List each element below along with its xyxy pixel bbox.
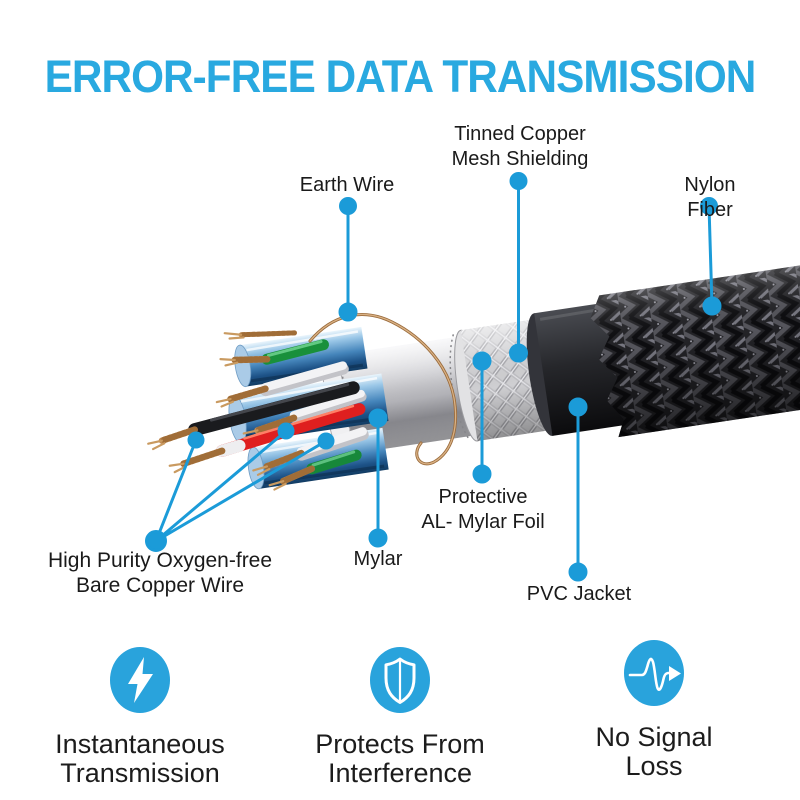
leader-mylar [368,408,388,548]
nylon-braid-layer [590,254,800,438]
copper-wires [147,330,369,491]
feature-instantaneous-transmission: Instantaneous Transmission [20,644,260,788]
feature-caption: Protects From Interference [315,729,485,788]
feature-caption: No Signal Loss [595,722,713,781]
label-nylon-fiber: Nylon Fiber [684,174,736,221]
cable-body [147,254,800,491]
leader-earth-wire [338,197,358,322]
label-pvc-jacket: PVC Jacket [526,583,632,605]
label-mylar: Mylar [353,548,403,570]
leader-copper-wire [145,422,335,552]
leader-tinned-copper [509,172,528,363]
signal-wave-icon [624,640,684,706]
label-earth-wire: Earth Wire [299,174,395,196]
feature-caption: Instantaneous Transmission [55,729,225,788]
shield-icon [370,647,430,713]
leader-pvc-jacket [568,397,588,582]
label-al-mylar-foil: Protective AL- Mylar Foil [421,486,545,533]
feature-no-signal-loss: No Signal Loss [534,637,774,781]
leader-nylon-fiber [700,197,722,316]
lightning-icon [110,647,170,713]
label-tinned-copper: Tinned Copper Mesh Shielding [451,123,589,170]
label-copper-wire: High Purity Oxygen-free Bare Copper Wire [47,549,273,597]
leader-lines [145,172,722,582]
earth-wire-strand [308,313,458,466]
leader-al-mylar-foil [472,351,492,484]
feature-protects-from-interference: Protects From Interference [280,644,520,788]
page-title: ERROR-FREE DATA TRANSMISSION [44,51,757,102]
